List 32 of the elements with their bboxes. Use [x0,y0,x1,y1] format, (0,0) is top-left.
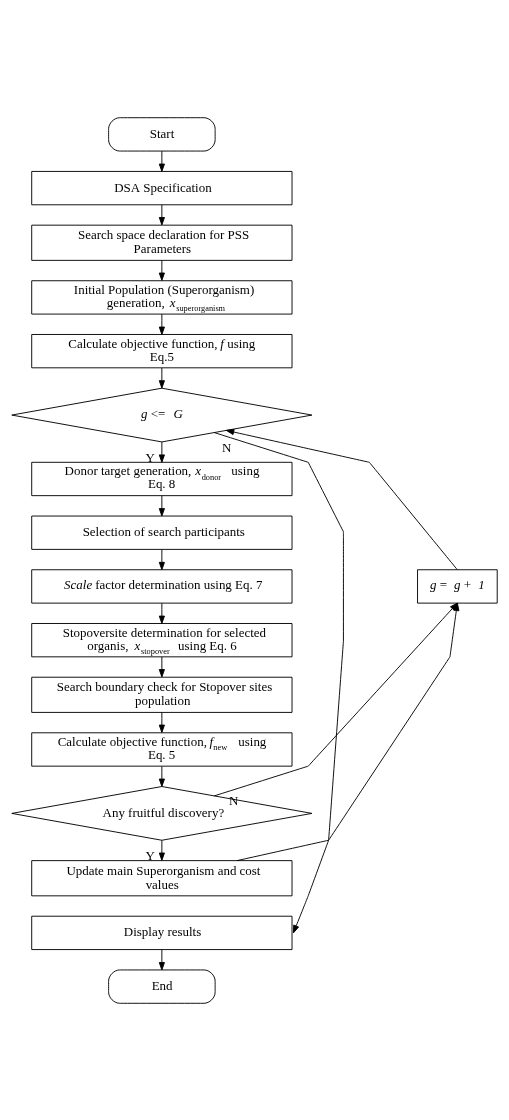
arrow [158,203,165,225]
node-box: DSA Specification [31,170,293,205]
arrow [158,367,165,389]
node-box: Calculate objective function, f$_{new}$ using Eq. 5 [31,731,293,767]
node-box: Start [108,116,216,151]
arrow [158,150,165,172]
arrow [158,948,165,970]
edge-label: N [222,439,232,455]
arrow [158,313,165,335]
arrow [158,259,165,281]
node-box: Initial Population (Superorganism) generation, x$_{superorganism}$ [31,279,293,315]
arrow [158,494,165,516]
arrow [158,711,165,733]
arrow [158,839,165,861]
arrow [225,428,458,570]
node-box: Selection of search participants [31,515,293,550]
node-diamond: g <= G [11,387,313,442]
arrow [158,655,165,677]
arrow [158,548,165,570]
node-box: g = g + 1 [417,568,498,604]
arrow [158,441,165,463]
arrow [158,602,165,624]
node-box: Search boundary check for Stopover sites population [31,676,293,713]
node-box: End [108,969,216,1004]
arrow [213,431,344,933]
arrow [158,765,165,787]
node-box: Display results [31,915,293,950]
node-box: Update main Superorganism and cost values [31,859,293,896]
node-box: Scale factor determination using Eq. 7 [31,568,293,604]
node-box: Search space declaration for PSS Parameters [31,224,293,261]
node-box: Stopoversite determination for selected organis, x$_{stopover}$ using Eq. 6 [31,622,293,657]
node-box: Donor target generation, x$_{donor}$ using Eq. 8 [31,461,293,496]
